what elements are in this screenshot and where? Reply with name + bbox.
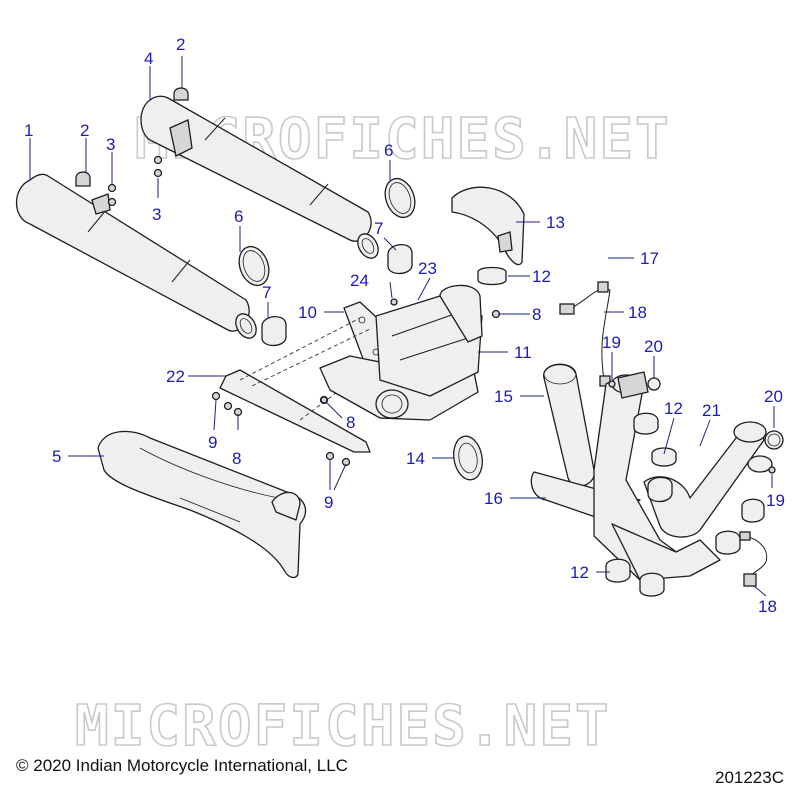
callout-15: 15 (494, 387, 513, 406)
pipe-front (543, 363, 595, 487)
muffler-lower (16, 173, 257, 339)
callout-numbers: 1 2 2 3 3 4 5 6 6 7 7 8 8 8 9 9 10 11 12… (24, 35, 785, 616)
watermark-bottom: MICROFICHES.NET (75, 694, 611, 759)
callout-2-upper: 2 (176, 35, 185, 54)
callout-19-upper: 19 (602, 333, 621, 352)
muffler-upper (140, 95, 379, 259)
pipe-rear (643, 421, 784, 538)
clamps-upper (384, 177, 416, 275)
callout-18-lower: 18 (758, 597, 777, 616)
callout-22: 22 (166, 367, 185, 386)
copyright-text: © 2020 Indian Motorcycle International, … (16, 756, 348, 775)
callout-11: 11 (514, 343, 532, 362)
callout-7-upper: 7 (374, 219, 383, 238)
callout-10: 10 (298, 303, 317, 322)
oxygen-sensor-upper (559, 281, 611, 387)
callout-20-right: 20 (764, 387, 783, 406)
muffler-hardware (75, 87, 189, 207)
callout-13: 13 (546, 213, 565, 232)
heat-shield-small (451, 186, 525, 286)
head-pipe-assembly (530, 371, 721, 581)
callout-12-bottom: 12 (570, 563, 589, 582)
catalytic-box (319, 284, 501, 421)
callout-18-upper: 18 (628, 303, 647, 322)
callout-24: 24 (350, 271, 369, 290)
callout-6-lower: 6 (234, 207, 243, 226)
callout-14: 14 (406, 449, 425, 468)
callout-1: 1 (24, 121, 33, 140)
callout-12-top: 12 (532, 267, 551, 286)
callout-5: 5 (52, 447, 61, 466)
callout-8-mid: 8 (346, 413, 355, 432)
callout-19-lower: 19 (766, 491, 785, 510)
pipe-clamps (605, 412, 765, 597)
clamps-lower (238, 245, 287, 347)
callout-17: 17 (640, 249, 659, 268)
callout-8-left: 8 (232, 449, 241, 468)
leader-lines (29, 56, 775, 597)
callout-3-upper: 3 (152, 205, 161, 224)
drawing-number: 201223C (714, 768, 784, 787)
heat-shield-long (97, 430, 307, 579)
callout-3-lower: 3 (106, 135, 115, 154)
callout-6-upper: 6 (384, 141, 393, 160)
callout-4: 4 (144, 49, 153, 68)
callout-12-mid: 12 (664, 399, 683, 418)
callout-16: 16 (484, 489, 503, 508)
gasket-large (453, 435, 483, 481)
callout-8-right: 8 (532, 305, 541, 324)
callout-20-left: 20 (644, 337, 663, 356)
callout-9-lower: 9 (324, 493, 333, 512)
callout-9-left: 9 (208, 433, 217, 452)
callout-23: 23 (418, 259, 437, 278)
callout-2-lower: 2 (80, 121, 89, 140)
callout-7-lower: 7 (262, 283, 271, 302)
callout-21: 21 (702, 401, 721, 420)
oxygen-sensor-lower (739, 531, 768, 587)
